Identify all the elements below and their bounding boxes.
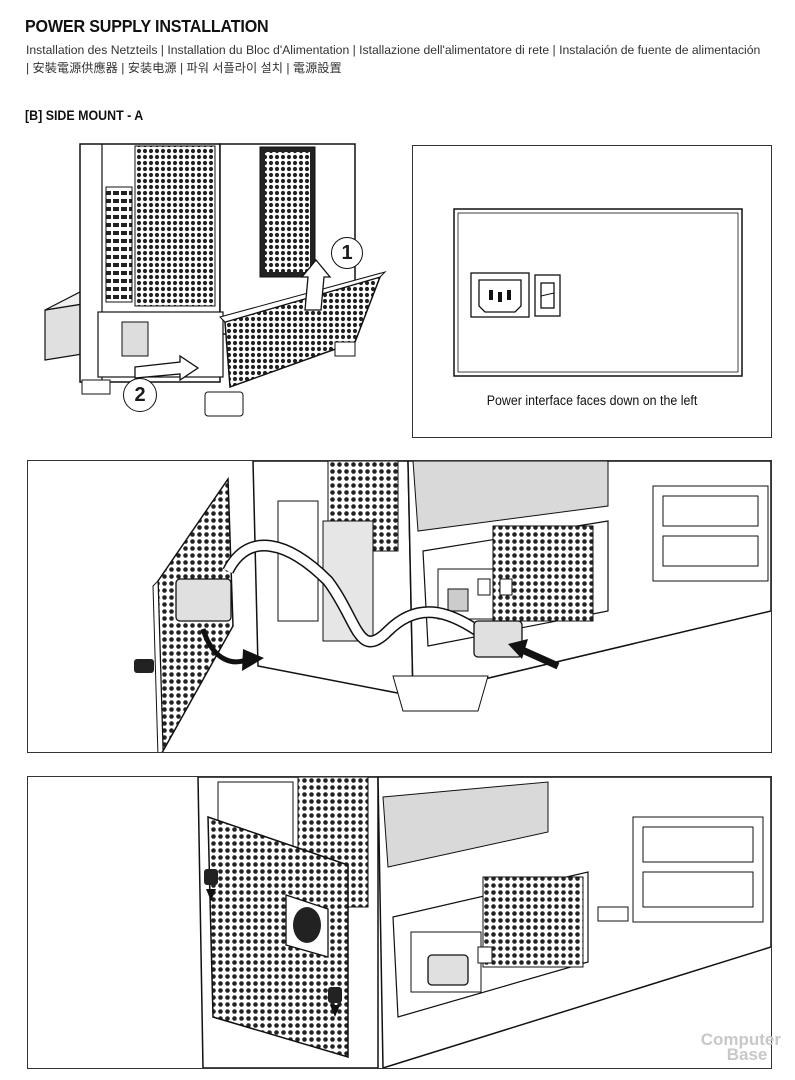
page-title: POWER SUPPLY INSTALLATION xyxy=(25,16,269,36)
step-1-marker: 1 xyxy=(331,237,363,269)
psu-back-illustration xyxy=(453,208,743,377)
cable-routing-illustration xyxy=(134,461,771,752)
section-heading: [B] SIDE MOUNT - A xyxy=(25,108,144,123)
watermark-line-2: Base xyxy=(726,1045,768,1064)
step-2-label: 2 xyxy=(134,384,146,406)
figure-cable-routing xyxy=(27,460,772,753)
watermark: Computer Base xyxy=(700,1030,781,1064)
figure-case-side-panel: 1 2 xyxy=(40,142,390,424)
panel-closed-illustration xyxy=(197,777,771,1068)
watermark-line-1: Computer xyxy=(700,1030,781,1049)
case-illustration xyxy=(44,143,387,417)
psu-orientation-caption: Power interface faces down on the left xyxy=(486,393,698,408)
figure-psu-orientation: Power interface faces down on the left xyxy=(412,145,772,438)
step-2-marker: 2 xyxy=(123,378,157,412)
figure-panel-closed xyxy=(27,776,772,1069)
page-subtitle: Installation des Netzteils | Installatio… xyxy=(26,43,761,75)
step-1-label: 1 xyxy=(341,242,353,264)
